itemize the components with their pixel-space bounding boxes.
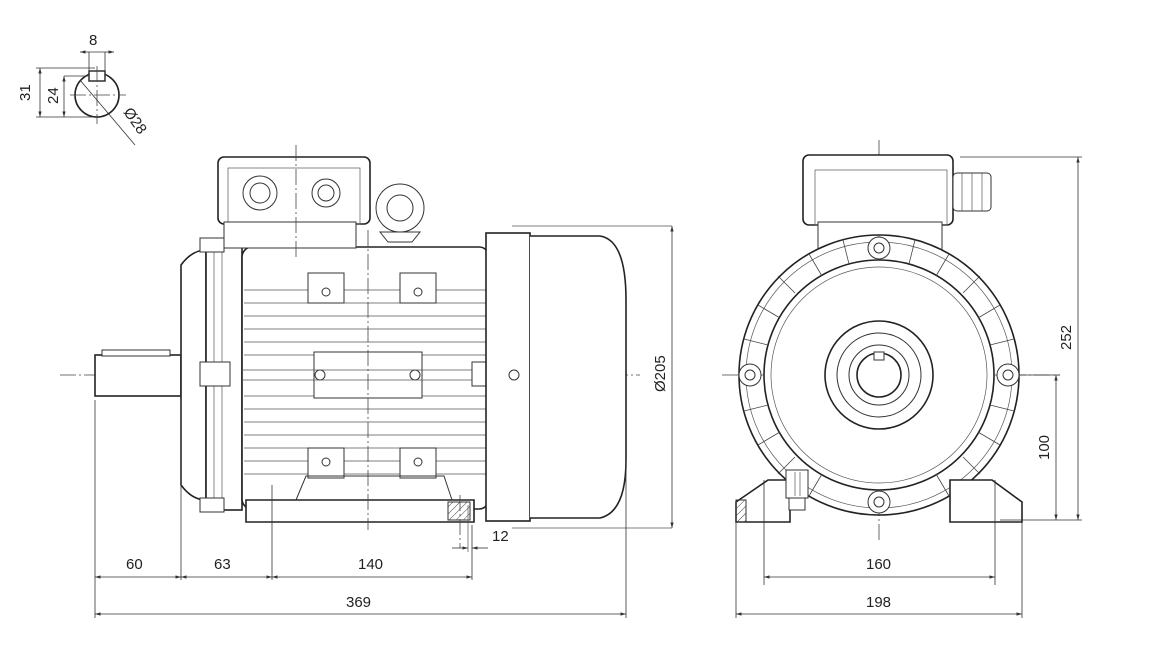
motor-end-view	[722, 140, 1060, 618]
shaft-overall-height-label: 31	[17, 84, 34, 101]
shaft-length-label: 60	[126, 556, 143, 573]
shaft-height-label: 100	[1036, 435, 1053, 460]
flange-diameter-label: Ø205	[652, 355, 669, 392]
foot-slot-label: 12	[492, 528, 509, 545]
end-overall-height-label: 252	[1058, 325, 1075, 350]
shaft-cross-section	[36, 50, 136, 146]
side-view-dimensions	[94, 226, 674, 618]
overall-length-label: 369	[346, 594, 371, 611]
shaft-to-foot-hole-label: 63	[214, 556, 231, 573]
foot-hole-spacing-label: 140	[358, 556, 383, 573]
end-overall-width-label: 198	[866, 594, 891, 611]
end-foot-hole-spacing-label: 160	[866, 556, 891, 573]
motor-side-view	[60, 145, 672, 548]
shaft-key-width-label: 8	[89, 32, 97, 49]
shaft-key-depth-label: 24	[45, 87, 62, 104]
end-view-dimensions	[736, 156, 1082, 616]
